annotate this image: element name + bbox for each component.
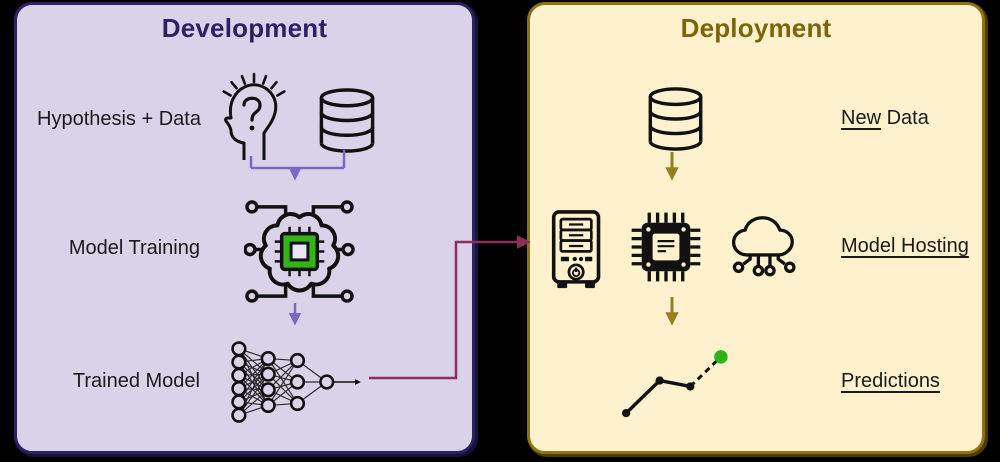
neural-network-icon	[231, 341, 361, 423]
trained-model-label: Trained Model	[72, 370, 200, 392]
database-icon	[319, 88, 375, 153]
deployment-panel: Deployment New Data Model Hosting Predic…	[527, 2, 985, 454]
new-data-label: New Data	[841, 107, 929, 129]
model-training-label: Model Training	[68, 237, 200, 259]
database-icon	[648, 87, 703, 151]
development-panel: Development Hypothesis + Data Model Trai…	[14, 2, 475, 454]
predictions-label: Predictions	[841, 370, 940, 392]
deployment-title: Deployment	[680, 13, 832, 43]
cpu-chip-icon	[631, 212, 701, 282]
ai-brain-chip-icon	[244, 200, 355, 303]
cloud-network-icon	[731, 216, 796, 277]
model-hosting-label: Model Hosting	[841, 235, 969, 257]
server-icon	[551, 210, 601, 289]
hypothesis-data-label: Hypothesis + Data	[37, 108, 201, 130]
thinking-head-icon	[222, 72, 286, 160]
development-title: Development	[161, 13, 328, 43]
trend-chart-icon	[622, 350, 728, 418]
